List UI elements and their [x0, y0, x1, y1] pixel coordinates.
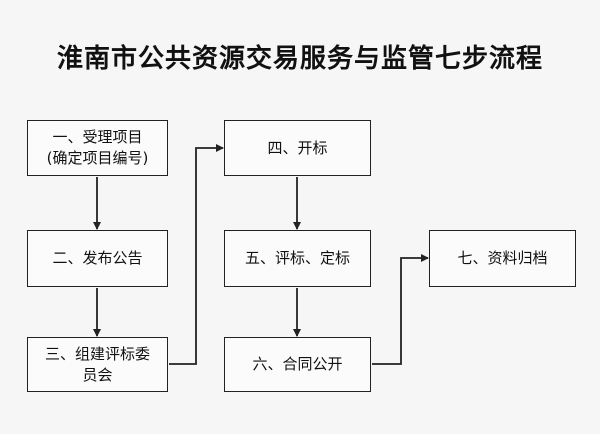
step-5-label: 五、评标、定标 — [244, 249, 350, 267]
step-1-label: 一、受理项目 — [52, 128, 143, 146]
step-7-label: 七、资料归档 — [457, 249, 548, 267]
arrow-6-to-7 — [372, 254, 429, 365]
step-6-contract-publicity: 六、合同公开 — [224, 337, 371, 392]
step-2-label: 二、发布公告 — [52, 249, 143, 267]
step-4-open-bids: 四、开标 — [224, 120, 371, 176]
step-7-archive: 七、资料归档 — [429, 230, 576, 287]
step-1-accept-project: 一、受理项目 (确定项目编号) — [27, 120, 168, 176]
step-1-sublabel: (确定项目编号) — [46, 149, 149, 167]
step-2-publish-notice: 二、发布公告 — [27, 230, 168, 287]
step-5-evaluate-award: 五、评标、定标 — [224, 230, 371, 287]
step-3-form-committee: 三、组建评标委 员会 — [27, 337, 168, 392]
step-4-label: 四、开标 — [267, 138, 328, 157]
step-3-label-cont: 员会 — [82, 365, 113, 384]
step-3-label: 三、组建评标委 — [44, 344, 150, 363]
step-6-label: 六、合同公开 — [252, 355, 343, 373]
diagram-title: 淮南市公共资源交易服务与监管七步流程 — [56, 44, 543, 74]
arrow-3-to-4 — [169, 144, 224, 365]
